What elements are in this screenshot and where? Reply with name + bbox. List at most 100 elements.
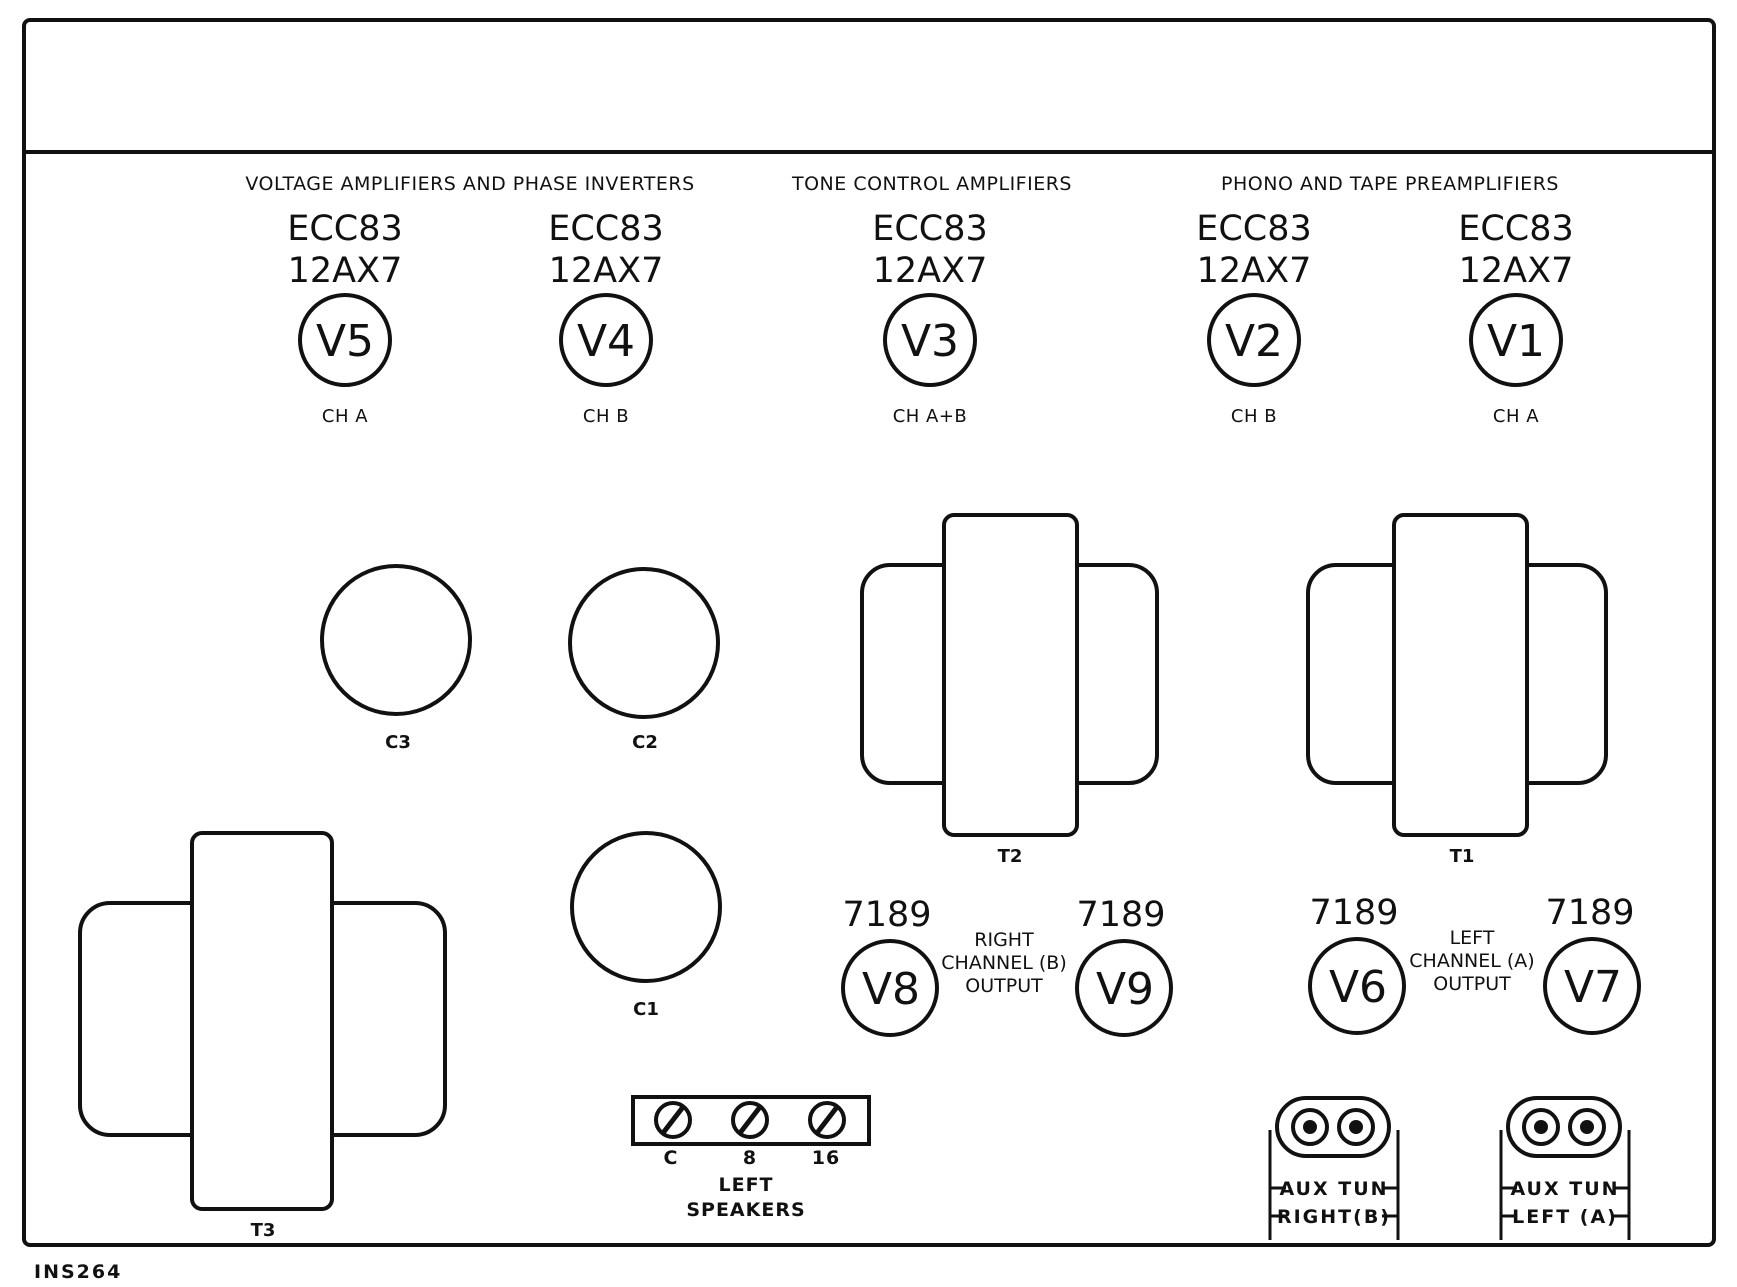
jack-pin-icon xyxy=(1349,1120,1363,1134)
jack-pin-icon xyxy=(1534,1120,1548,1134)
transformer-label: T3 xyxy=(251,1220,276,1241)
screw-terminal-icon xyxy=(731,1101,769,1139)
tube-socket xyxy=(841,939,939,1037)
tube-label: V2 xyxy=(1225,316,1283,367)
transformer-label: T2 xyxy=(998,846,1023,867)
channel-label: CH B xyxy=(583,406,629,427)
jack-plate xyxy=(1275,1096,1391,1158)
output-label-line: LEFT xyxy=(1450,927,1495,949)
tube-socket xyxy=(883,293,977,387)
tube-label: V8 xyxy=(862,964,920,1015)
jack-label: AUX TUN xyxy=(1510,1178,1619,1200)
right-channel-output-label: RIGHT CHANNEL (B) OUTPUT xyxy=(941,929,1066,997)
left-channel-output-label: LEFT CHANNEL (A) OUTPUT xyxy=(1409,927,1534,995)
tube-label: V5 xyxy=(316,316,374,367)
output-label-line: OUTPUT xyxy=(1433,973,1511,995)
capacitor-c3: C3 xyxy=(320,564,472,753)
tube-socket xyxy=(1075,939,1173,1037)
jack-socket-icon xyxy=(1568,1108,1606,1146)
transformer-core xyxy=(190,831,334,1211)
jack-pin-icon xyxy=(1303,1120,1317,1134)
section-preamplifiers: PHONO AND TAPE PREAMPLIFIERS xyxy=(1221,173,1559,195)
channel-label: CH A+B xyxy=(893,406,968,427)
terminal-label: 8 xyxy=(743,1147,757,1169)
tube-label: V3 xyxy=(901,316,959,367)
tube-type-label: 12AX7 xyxy=(1459,251,1574,291)
capacitor-label: C1 xyxy=(633,999,659,1020)
tube-v5: ECC83 12AX7 V5 CH A xyxy=(287,209,403,427)
channel-label: CH A xyxy=(1493,406,1539,427)
tube-type-label: 12AX7 xyxy=(873,251,988,291)
jack-socket-icon xyxy=(1291,1108,1329,1146)
output-label-line: RIGHT xyxy=(974,929,1034,951)
jack-label: AUX TUN xyxy=(1279,1178,1388,1200)
capacitor-can xyxy=(570,831,722,983)
tube-type-label: ECC83 xyxy=(548,209,664,249)
transformer-t1: T1 xyxy=(1306,513,1608,867)
transformer-core xyxy=(1392,513,1529,837)
tube-socket xyxy=(298,293,392,387)
tube-type-label: ECC83 xyxy=(1458,209,1574,249)
tube-type-label: 7189 xyxy=(1076,895,1165,935)
tube-socket xyxy=(559,293,653,387)
tube-v8: 7189 V8 xyxy=(841,895,939,1037)
tube-type-label: 12AX7 xyxy=(288,251,403,291)
tube-type-label: 7189 xyxy=(1309,893,1398,933)
tube-label: V4 xyxy=(577,316,635,367)
screw-terminal-icon xyxy=(808,1101,846,1139)
tube-type-label: 12AX7 xyxy=(1197,251,1312,291)
jack-plate xyxy=(1506,1096,1622,1158)
tube-type-label: ECC83 xyxy=(1196,209,1312,249)
channel-label: CH B xyxy=(1231,406,1277,427)
capacitor-c1: C1 xyxy=(570,831,722,1020)
figure-code: INS264 xyxy=(34,1261,122,1283)
tube-type-label: 12AX7 xyxy=(549,251,664,291)
tube-label: V7 xyxy=(1564,962,1622,1013)
tube-socket xyxy=(1543,937,1641,1035)
input-jack-right: AUX TUN RIGHT(B) xyxy=(1268,1096,1400,1240)
tube-label: V6 xyxy=(1329,962,1387,1013)
jack-label: LEFT (A) xyxy=(1512,1206,1618,1228)
capacitor-label: C2 xyxy=(632,732,658,753)
jack-socket-icon xyxy=(1337,1108,1375,1146)
tube-v7: 7189 V7 xyxy=(1543,893,1641,1035)
tube-v4: ECC83 12AX7 V4 CH B xyxy=(548,209,664,427)
tube-v3: ECC83 12AX7 V3 CH A+B xyxy=(872,209,988,427)
tube-v9: 7189 V9 xyxy=(1075,895,1173,1037)
speakers-label: SPEAKERS xyxy=(686,1199,805,1221)
terminal-label: C xyxy=(664,1147,679,1169)
transformer-t3: T3 xyxy=(78,831,447,1241)
section-tone-control: TONE CONTROL AMPLIFIERS xyxy=(791,173,1072,195)
output-label-line: OUTPUT xyxy=(965,975,1043,997)
speaker-terminal-strip: C 8 16 LEFT SPEAKERS xyxy=(631,1095,871,1221)
channel-label: CH A xyxy=(322,406,368,427)
transformer-t2: T2 xyxy=(860,513,1159,867)
jack-pin-icon xyxy=(1580,1120,1594,1134)
screw-terminal-icon xyxy=(654,1101,692,1139)
capacitor-can xyxy=(320,564,472,716)
tube-type-label: 7189 xyxy=(842,895,931,935)
capacitor-can xyxy=(568,567,720,719)
capacitor-label: C3 xyxy=(385,732,411,753)
capacitor-c2: C2 xyxy=(568,567,720,753)
input-jack-left: AUX TUN LEFT (A) xyxy=(1499,1096,1631,1240)
tube-label: V1 xyxy=(1487,316,1545,367)
transformer-core xyxy=(942,513,1079,837)
tube-socket xyxy=(1469,293,1563,387)
tube-type-label: 7189 xyxy=(1545,893,1634,933)
tube-socket xyxy=(1308,937,1406,1035)
jack-label: RIGHT(B) xyxy=(1277,1206,1391,1228)
terminal-label: 16 xyxy=(812,1147,840,1169)
section-voltage-amplifiers: VOLTAGE AMPLIFIERS AND PHASE INVERTERS xyxy=(245,173,694,195)
tube-v2: ECC83 12AX7 V2 CH B xyxy=(1196,209,1312,427)
transformer-label: T1 xyxy=(1450,846,1475,867)
terminal-strip-body xyxy=(631,1095,871,1146)
chassis-outline xyxy=(22,18,1716,1247)
tube-type-label: ECC83 xyxy=(872,209,988,249)
tube-v6: 7189 V6 xyxy=(1308,893,1406,1035)
tube-v1: ECC83 12AX7 V1 CH A xyxy=(1458,209,1574,427)
output-label-line: CHANNEL (A) xyxy=(1409,950,1534,972)
tube-socket xyxy=(1207,293,1301,387)
output-label-line: CHANNEL (B) xyxy=(941,952,1066,974)
